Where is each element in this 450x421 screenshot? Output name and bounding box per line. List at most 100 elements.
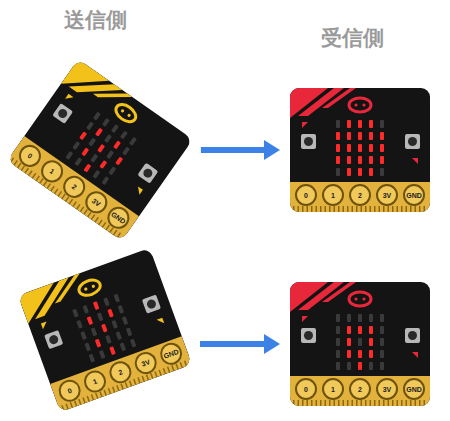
arrow-head [264,334,280,354]
tooth [65,403,68,409]
led [358,120,362,128]
led [103,297,109,306]
pin-ring [38,157,66,185]
pin-label: GND [406,386,422,393]
tooth [21,165,26,171]
button [44,330,63,349]
button-mark [65,94,73,102]
led [380,314,384,322]
tooth [105,225,110,231]
tooth [10,157,15,163]
tooth [113,230,118,236]
tooth [298,206,300,212]
led [116,331,122,340]
pin-ring [16,142,44,170]
tooth [365,206,367,212]
tooth [171,365,174,371]
button [52,103,73,124]
led [358,326,362,334]
tooth [338,206,340,212]
led [380,350,384,358]
tooth [69,199,74,205]
button [137,163,158,184]
led [95,339,101,348]
microbit-board: 0123VGND [290,282,430,406]
led [336,168,340,176]
tooth [175,363,178,369]
led [102,118,110,127]
tooth [392,206,394,212]
led [347,326,351,334]
led [336,338,340,346]
led [369,156,373,164]
corner-stripe [93,77,132,113]
led [369,326,373,334]
pin-label: 2 [358,386,362,393]
led [83,305,89,314]
logo-dot [362,103,365,106]
corner-stripe [61,59,109,105]
corner-stripe [69,64,123,113]
led [347,338,351,346]
tooth [108,388,111,394]
side-heading: 受信側 [321,24,384,52]
led-matrix [336,120,384,176]
led [336,350,340,358]
board-art [18,248,192,412]
side-heading: 送信側 [64,6,127,34]
tooth [70,402,73,408]
button-cap [304,137,313,146]
led [92,170,100,179]
tooth [163,368,166,374]
led [369,144,373,152]
led [347,350,351,358]
tooth [17,163,22,169]
pin-ring [350,379,370,399]
led [101,176,109,185]
arrow-shaft [200,341,265,347]
tooth [91,394,94,400]
tooth [28,170,33,176]
led [114,294,120,303]
tooth [334,206,336,212]
pin-ring [104,204,132,232]
logo-dot [354,297,357,300]
pin-ring [296,185,316,205]
tooth [184,360,187,366]
led [81,147,89,156]
logo [113,101,139,125]
board-art [7,59,193,241]
pin-ring [82,369,108,395]
tooth [361,400,363,406]
logo [349,98,371,112]
led [369,362,373,370]
tooth [112,387,115,393]
led [347,120,351,128]
led [347,362,351,370]
tooth [316,206,318,212]
led [104,134,112,143]
led [336,326,340,334]
led [358,338,362,346]
pin-ring [158,341,184,367]
tooth [82,397,85,403]
led [358,350,362,358]
led [89,354,95,363]
logo-dot [120,109,124,113]
led [126,327,132,336]
connector-teeth [293,206,425,212]
led [72,141,80,150]
tooth [133,379,136,385]
pin-label: 0 [304,192,308,199]
edge-connector [50,336,192,412]
tooth [329,400,331,406]
button [405,134,420,149]
tooth [406,400,408,406]
tooth [424,400,426,406]
tooth [311,400,313,406]
led [130,339,136,348]
pin-label: 3V [383,386,392,393]
button-mark [412,158,418,164]
pin-rings [296,185,424,205]
led [115,157,123,166]
